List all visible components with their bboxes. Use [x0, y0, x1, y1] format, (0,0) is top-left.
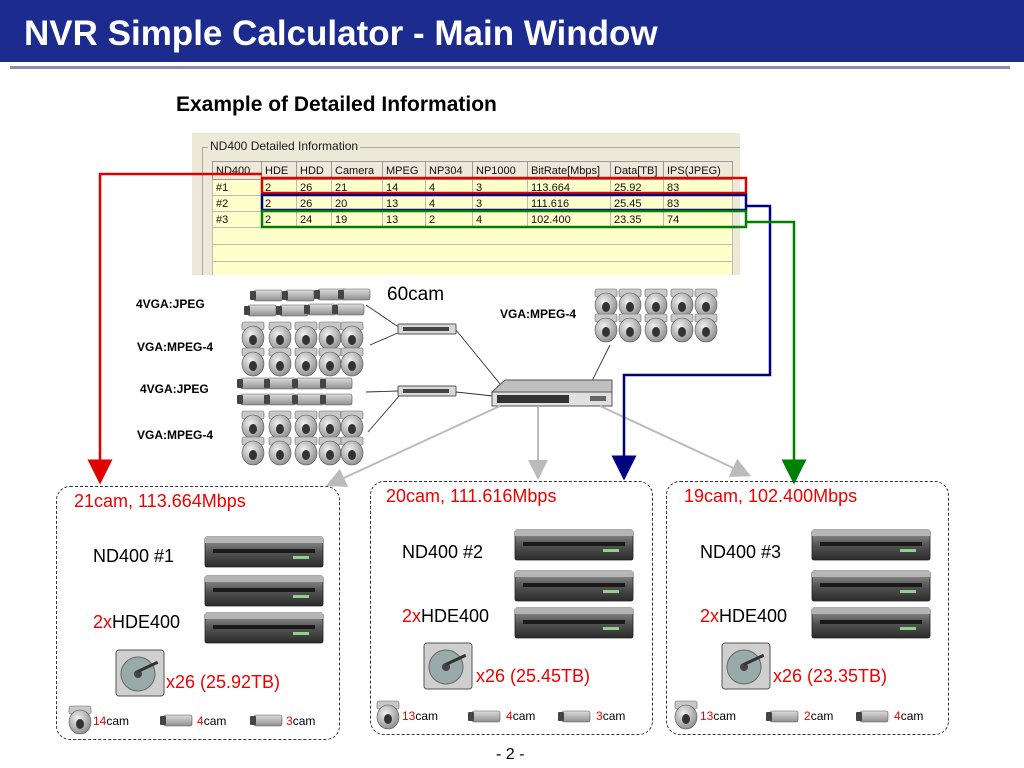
row1-highlight	[260, 176, 748, 195]
camera-count-unit: cam	[512, 709, 536, 723]
title-bar: NVR Simple Calculator - Main Window	[0, 0, 1024, 62]
camera-count: 14	[93, 714, 107, 728]
group-box	[202, 147, 740, 275]
unit-name: ND400 #3	[700, 542, 782, 562]
camera-count-unit: cam	[713, 709, 737, 723]
camera-count-unit: cam	[900, 709, 924, 723]
row2-routing-arrow	[611, 204, 772, 481]
camera-label-jpeg-1: 4VGA:JPEG	[136, 297, 205, 311]
unit-header: 20cam, 111.616Mbps	[386, 486, 557, 506]
detail-table-panel: ND400 Detailed Information ND400 HDE HDD…	[192, 133, 740, 275]
camera-group-mpeg-1	[241, 321, 364, 377]
group-box-label: ND400 Detailed Information	[208, 139, 361, 153]
network-links	[365, 304, 611, 433]
hdd-capacity: x26 (23.35TB)	[773, 666, 888, 686]
camera-count: 13	[700, 709, 714, 723]
camera-count-unit: cam	[602, 709, 626, 723]
camera-label-mpeg-right: VGA:MPEG-4	[500, 307, 577, 321]
camera-count-unit: cam	[810, 709, 834, 723]
hde-multiplier: 2x	[402, 606, 422, 626]
hde-model: HDE400	[421, 606, 490, 626]
camera-group-jpeg-2	[236, 377, 353, 406]
switch-main	[490, 379, 613, 407]
row3-highlight	[260, 209, 748, 229]
col-header[interactable]: HDE	[261, 161, 297, 180]
page-title: NVR Simple Calculator - Main Window	[24, 14, 658, 53]
nvr-unit-1	[56, 486, 340, 740]
total-camera-label: 60cam	[387, 284, 445, 305]
row2-highlight	[260, 193, 748, 212]
arrow-to-nvr1	[325, 405, 501, 487]
section-subtitle: Example of Detailed Information	[176, 93, 497, 116]
camera-label-mpeg-2: VGA:MPEG-4	[137, 428, 214, 442]
camera-count-unit: cam	[106, 714, 130, 728]
table-cell: #3	[212, 211, 262, 228]
unit-header: 19cam, 102.400Mbps	[684, 486, 858, 506]
camera-group-jpeg-1	[243, 288, 371, 317]
row3-routing-arrow	[746, 220, 807, 485]
title-divider	[10, 66, 1010, 69]
nvr-unit-3	[666, 481, 949, 735]
hdd-capacity: x26 (25.45TB)	[476, 666, 591, 686]
col-header[interactable]: HDD	[296, 161, 332, 180]
col-header[interactable]: NP1000	[472, 161, 528, 180]
camera-count-unit: cam	[292, 714, 316, 728]
camera-count: 4	[506, 709, 513, 723]
col-header[interactable]: Camera	[331, 161, 383, 180]
camera-group-mpeg-2	[241, 410, 364, 466]
camera-group-mpeg-right	[594, 288, 718, 343]
nvr-unit-2	[370, 481, 653, 735]
page-number: - 2 -	[496, 746, 525, 763]
camera-label-jpeg-2: 4VGA:JPEG	[140, 382, 209, 396]
detail-table: ND400 HDE HDD Camera MPEG NP304 NP1000 B…	[212, 161, 733, 275]
camera-count: 4	[197, 714, 204, 728]
hde-model: HDE400	[112, 612, 181, 632]
table-row-empty	[212, 261, 733, 275]
camera-count: 4	[894, 709, 901, 723]
camera-count-unit: cam	[415, 709, 439, 723]
arrow-to-nvr3	[599, 405, 752, 477]
row1-routing-arrow	[87, 172, 262, 485]
table-cell: 23.35	[610, 211, 664, 228]
camera-label-mpeg-1: VGA:MPEG-4	[137, 340, 214, 354]
unit-name: ND400 #2	[402, 542, 484, 562]
hde-model: HDE400	[719, 606, 788, 626]
table-row[interactable]: #2 2 26 20 13 4 3 111.616 25.45 83	[212, 195, 733, 212]
camera-count-unit: cam	[203, 714, 227, 728]
switch-small-2	[397, 385, 457, 397]
switch-small-1	[397, 323, 457, 335]
hde-multiplier: 2x	[700, 606, 720, 626]
col-header[interactable]: Data[TB]	[610, 161, 664, 180]
camera-count: 13	[402, 709, 416, 723]
camera-count: 3	[286, 714, 293, 728]
hde-multiplier: 2x	[93, 612, 113, 632]
unit-header: 21cam, 113.664Mbps	[74, 491, 246, 511]
hdd-capacity: x26 (25.92TB)	[166, 672, 281, 692]
col-header[interactable]: IPS(JPEG)	[663, 161, 733, 180]
unit-name: ND400 #1	[93, 546, 175, 566]
camera-count: 2	[804, 709, 811, 723]
camera-count: 3	[596, 709, 603, 723]
